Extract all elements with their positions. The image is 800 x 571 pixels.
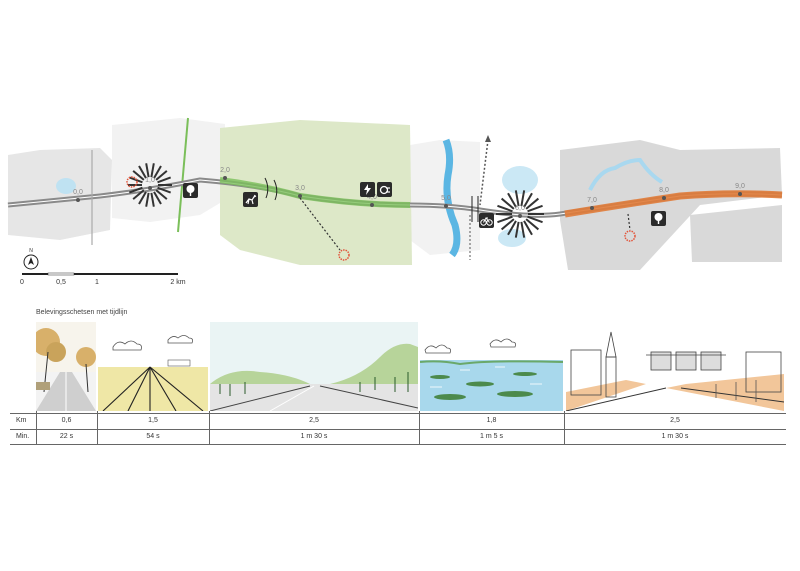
urban-block-east [560,140,782,270]
scale-label: 2 km [170,279,185,286]
km-marker-dot [148,186,152,190]
viewpoint-markers [126,176,636,261]
sketches-title: Belevingsschetsen met tijdlijn [36,309,128,316]
km-marker-dot [590,206,594,210]
km-marker-label: 0,0 [73,189,83,196]
km-marker-label: 7,0 [587,197,597,204]
km-marker-dot [76,198,80,202]
min-value: 1 m 5 s [480,433,503,440]
min-value: 22 s [59,433,74,440]
km-marker-label: 2,0 [220,167,230,174]
km-marker-dot [370,203,374,207]
scale-label: 0 [20,279,24,286]
view-line [299,197,341,251]
km-marker-dot [298,194,302,198]
viewpoint-marker [624,230,636,242]
dashed-path-arrow [485,135,491,142]
sketch-forest-road [210,322,418,411]
scale-bar: 0 0,5 1 2 km [20,272,186,286]
sketch-urban [566,322,784,411]
green-corridor-west [177,117,189,233]
min-row-label: Min. [16,433,30,440]
km-row-label: Km [16,417,27,424]
urban-block-north [112,118,225,222]
km-marker-dot [662,196,666,200]
timeline-divider [209,411,210,444]
dashed-path-north [479,139,489,206]
km-marker-label: 4,0 [367,194,377,201]
km-value: 1,5 [148,417,158,424]
water-outline-east [588,157,664,191]
scale-label: 0,5 [56,279,66,286]
north-arrow: N [23,248,39,270]
deer-icon [243,192,258,207]
water-areas [56,138,664,258]
km-markers: 0,0 1,0 2,0 3,0 4,0 5,0 6,0 7,0 8,0 9,0 [73,167,745,218]
bridges [91,150,479,245]
green-zone [220,120,412,265]
km-marker-label: 5,0 [441,195,451,202]
timeline-mid-border [10,429,786,430]
km-marker-label: 1,0 [145,177,155,184]
route-map: 0,0 1,0 2,0 3,0 4,0 5,0 6,0 7,0 8,0 9,0 [7,117,783,286]
min-value: 1 m 30 s [661,433,689,440]
scale-label: 1 [95,279,99,286]
tree-icon [183,183,198,198]
timeline-divider [419,411,420,444]
urban-block-east2 [690,205,782,262]
min-value: 1 m 30 s [300,433,328,440]
pond-east2 [498,229,526,247]
km-value: 0,6 [61,417,72,424]
bridge-mark [264,177,269,199]
timeline-min-row: Min. 22 s 54 s 1 m 30 s 1 m 5 s 1 m 30 s [0,429,800,444]
electric-car-icon [377,182,392,197]
timeline: Km 0,6 1,5 2,5 1,8 2,5 Min. 22 s 54 s 1 … [0,411,800,445]
sunburst-marker [128,163,172,207]
km-marker-dot [518,214,522,218]
view-line [627,213,631,231]
km-value: 2,5 [670,417,680,424]
sunburst-markers [128,163,544,238]
bicycle-icon [479,213,494,228]
urban-block-west [8,148,112,240]
timeline-divider [564,411,565,444]
timeline-divider [97,411,98,444]
north-label: N [29,248,33,254]
bridge-mark [273,179,278,201]
orange-road-segment [564,190,783,218]
sketch-autumn-road [36,322,96,411]
sunburst-marker [496,190,544,238]
km-value: 1,8 [486,417,497,424]
km-marker-label: 9,0 [735,183,745,190]
km-marker-dot [223,176,227,180]
sketch-water [420,322,563,411]
tree-icon [651,211,666,226]
timeline-top-border [10,413,786,414]
km-marker-label: 8,0 [659,187,669,194]
viewpoint-marker [126,176,138,188]
sketch-fields [98,322,208,411]
timeline-divider [36,411,37,444]
viewpoint-marker [338,249,350,261]
pond-west [56,178,76,194]
pond-east [502,166,538,194]
km-marker-dot [444,204,448,208]
km-marker-dot [738,192,742,196]
km-value: 2,5 [309,417,319,424]
km-marker-label: 3,0 [295,185,305,192]
water-channel [442,138,461,258]
min-value: 54 s [146,433,160,440]
poi-icons [183,182,666,228]
timeline-km-row: Km 0,6 1,5 2,5 1,8 2,5 [0,413,800,428]
km-marker-label: 6,0 [515,205,525,212]
electric-charging-icon [360,182,375,197]
timeline-bottom-border [10,444,786,445]
